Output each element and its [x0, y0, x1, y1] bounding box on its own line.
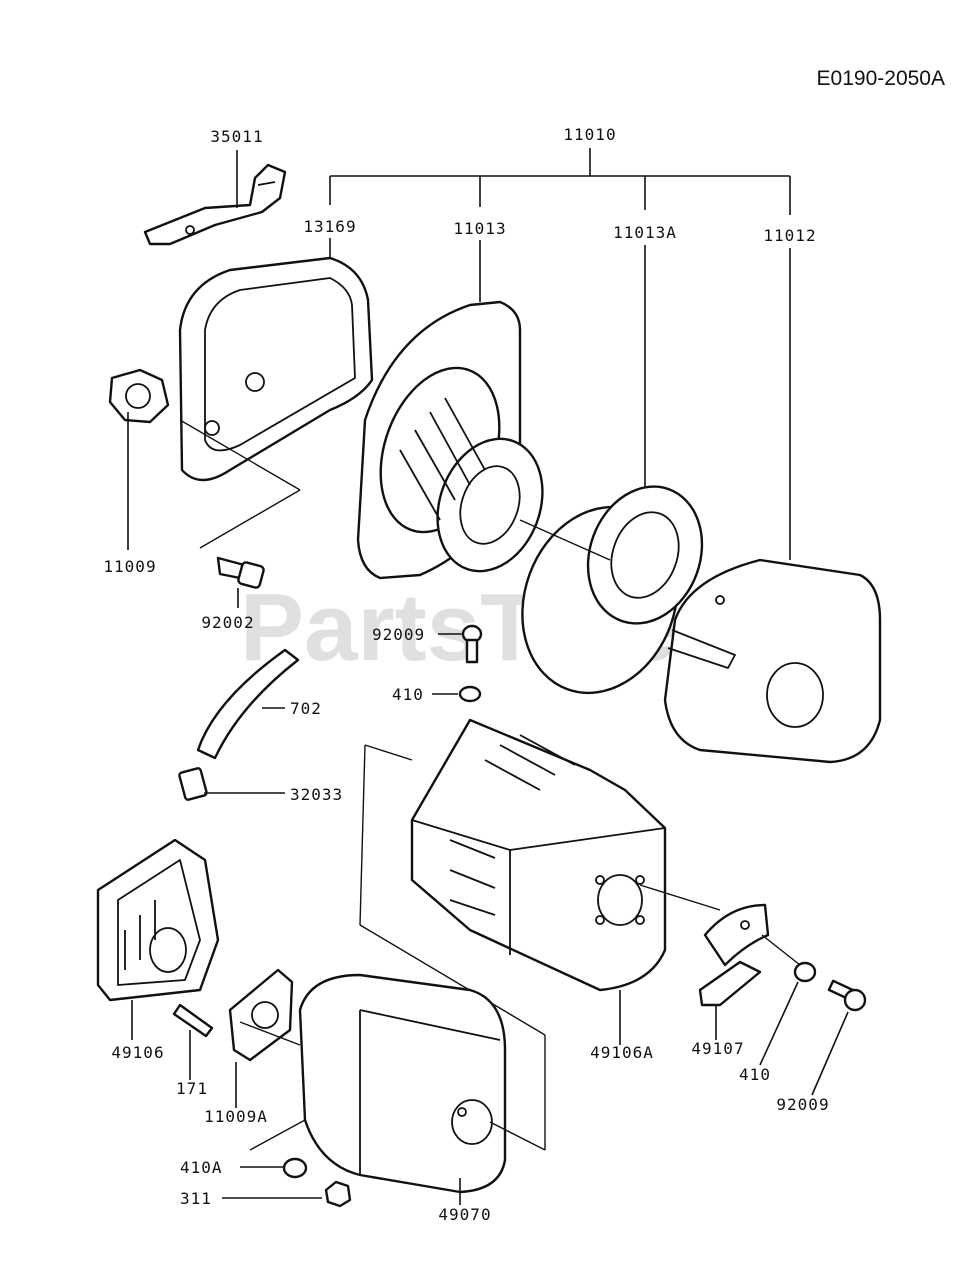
- callout-13169: 13169: [303, 217, 356, 236]
- gasket-11009a: [228, 968, 294, 1108]
- washer-410-top: [432, 685, 482, 703]
- callout-410-top: 410: [392, 685, 424, 704]
- bracket-49107: [698, 903, 770, 1040]
- hose-702: [196, 648, 300, 760]
- bracket-35011: [143, 150, 287, 246]
- element-11013a: [519, 485, 704, 695]
- callout-410a: 410A: [180, 1158, 223, 1177]
- callout-49070: 49070: [438, 1205, 491, 1224]
- assembly-11010-bracket: [329, 148, 791, 560]
- screw-92009-top: [438, 624, 483, 664]
- callout-11013a: 11013A: [613, 223, 677, 242]
- callout-32033: 32033: [290, 785, 343, 804]
- callout-92009-top: 92009: [372, 625, 425, 644]
- callout-171: 171: [176, 1079, 208, 1098]
- muffler-49070: [239, 973, 546, 1205]
- element-11013: [356, 300, 544, 580]
- callout-11009: 11009: [103, 557, 156, 576]
- callout-92009-bottom: 92009: [776, 1095, 829, 1114]
- screw-92009-bottom: [761, 934, 867, 1096]
- case-13169: [178, 256, 374, 549]
- cover-11012: [663, 558, 882, 764]
- stud-171: [172, 1003, 214, 1080]
- callout-92002: 92002: [201, 613, 254, 632]
- nut-311: [222, 1180, 352, 1208]
- callout-11012: 11012: [763, 226, 816, 245]
- callout-311: 311: [180, 1189, 212, 1208]
- callout-11009a: 11009A: [204, 1107, 268, 1126]
- callout-11013: 11013: [453, 219, 506, 238]
- callout-49107: 49107: [691, 1039, 744, 1058]
- shield-49106: [96, 838, 220, 1040]
- gasket-11009: [108, 368, 170, 550]
- muffler-cover-49106a: [359, 718, 721, 1045]
- washer-410-bottom: [759, 961, 817, 1066]
- callout-49106: 49106: [111, 1043, 164, 1062]
- reference-code: E0190-2050A: [817, 67, 945, 90]
- callout-702: 702: [290, 699, 322, 718]
- callout-49106a: 49106A: [590, 1043, 654, 1062]
- washer-410a: [240, 1119, 308, 1179]
- bolt-92002: [216, 556, 265, 608]
- callout-35011: 35011: [210, 127, 263, 146]
- callout-11010: 11010: [563, 125, 616, 144]
- callout-410-bottom: 410: [739, 1065, 771, 1084]
- clip-32033: [178, 767, 285, 801]
